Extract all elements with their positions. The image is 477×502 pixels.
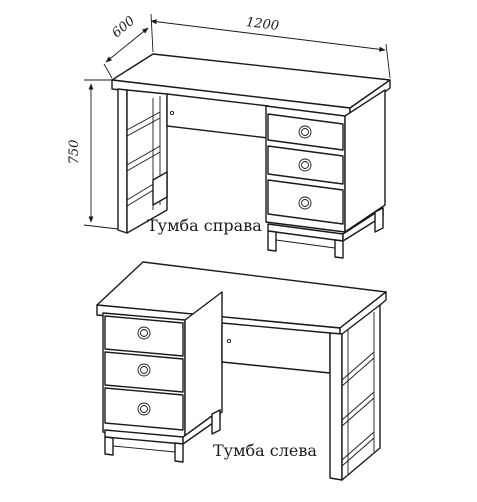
drawer-3	[104, 387, 184, 431]
drawer-2	[267, 145, 344, 185]
depth-dimension-line	[105, 27, 149, 63]
right-leg-frame	[329, 304, 381, 481]
knob-icon	[298, 158, 312, 172]
height-label: 750	[67, 140, 82, 165]
width-label: 1200	[245, 15, 280, 34]
desk-pedestal-left	[96, 261, 387, 481]
knob-icon	[137, 326, 151, 340]
desk-pedestal-right	[111, 53, 391, 259]
knob-icon	[137, 363, 151, 377]
drawer-1	[104, 315, 184, 357]
lock-icon	[226, 338, 232, 344]
caption-pedestal-right: Тумба справа	[147, 216, 262, 235]
pedestal	[102, 291, 223, 463]
caption-pedestal-left: Тумба слева	[213, 441, 317, 460]
drawer-3	[267, 179, 344, 225]
knob-icon	[137, 402, 151, 416]
pedestal	[265, 89, 386, 259]
lock-icon	[169, 110, 175, 116]
width-dimension-line	[150, 19, 386, 52]
drawer-1	[267, 113, 344, 151]
drawer-2	[104, 351, 184, 393]
knob-icon	[298, 196, 312, 210]
depth-label: 600	[109, 14, 138, 41]
knob-icon	[298, 125, 312, 139]
dimension-lines	[83, 13, 391, 230]
left-leg-frame	[117, 88, 168, 234]
